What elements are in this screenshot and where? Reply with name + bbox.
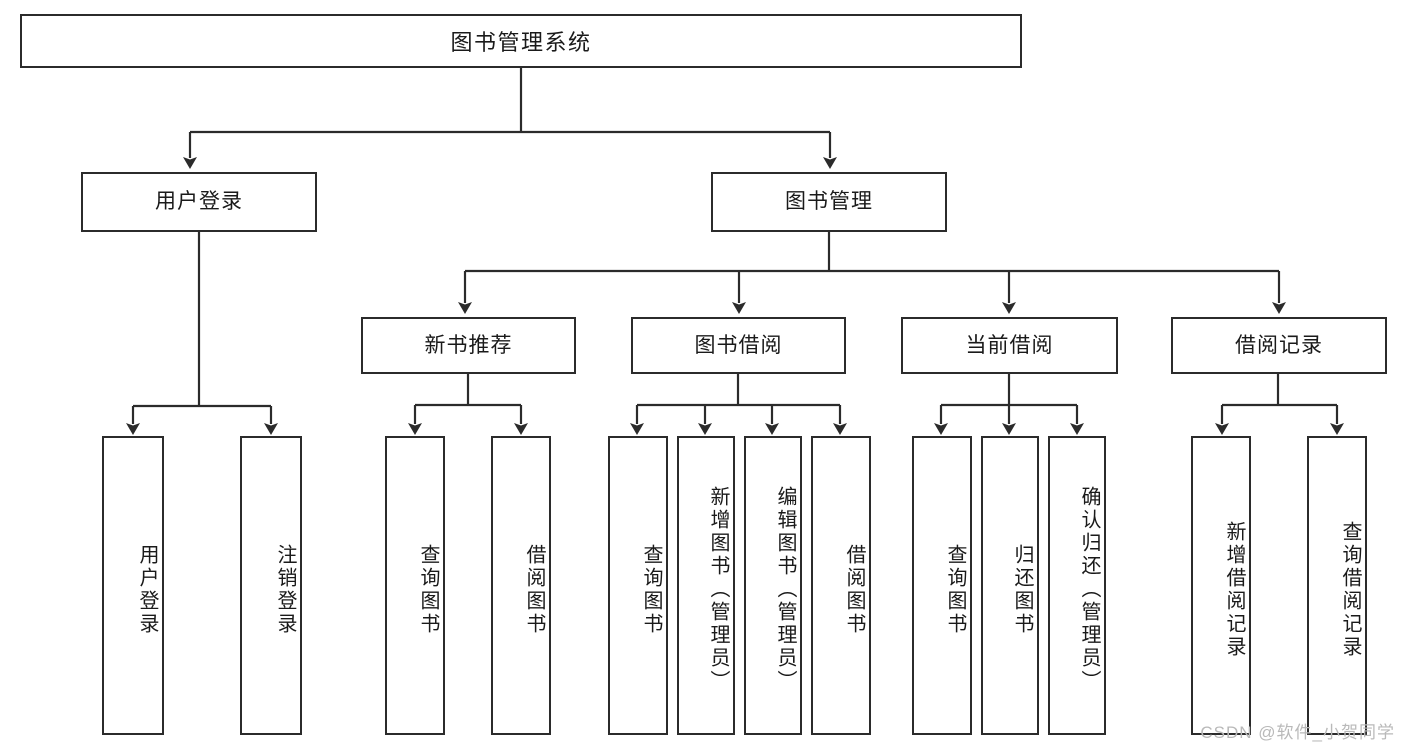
node-leaf-return-book[interactable]: 归还图书 [981,436,1039,735]
node-label: 图书管理 [785,190,873,214]
node-label: 借阅图书 [523,543,545,636]
node-leaf-add-borrow-record[interactable]: 新增借阅记录 [1191,436,1251,735]
node-label: 确认归还（管理员） [1078,486,1100,693]
node-book-borrow[interactable]: 图书借阅 [631,317,846,374]
node-label: 图书借阅 [694,333,783,357]
watermark: CSDN @软件_小贺同学 [1200,723,1395,742]
node-label: 用户登录 [136,543,158,636]
node-label: 编辑图书（管理员） [774,486,796,693]
node-root-system[interactable]: 图书管理系统 [20,14,1022,68]
node-label: 图书管理系统 [450,30,592,55]
node-label: 查询图书 [640,543,662,636]
node-leaf-logout[interactable]: 注销登录 [240,436,302,735]
node-label: 新书推荐 [424,333,513,357]
node-leaf-query-book-current[interactable]: 查询图书 [912,436,972,735]
node-label: 借阅记录 [1235,333,1323,357]
node-label: 借阅图书 [843,543,865,636]
node-label: 新增图书（管理员） [707,486,729,693]
node-leaf-borrow-book[interactable]: 借阅图书 [811,436,871,735]
node-label: 用户登录 [155,190,243,214]
node-leaf-query-book-recommend[interactable]: 查询图书 [385,436,445,735]
node-label: 归还图书 [1011,543,1033,636]
node-leaf-borrow-book-recommend[interactable]: 借阅图书 [491,436,551,735]
node-label: 查询图书 [944,543,966,636]
node-label: 查询图书 [417,543,439,636]
node-label: 当前借阅 [965,333,1054,357]
node-label: 新增借阅记录 [1223,520,1245,659]
node-label: 查询借阅记录 [1339,520,1361,659]
node-leaf-query-borrow-record[interactable]: 查询借阅记录 [1307,436,1367,735]
node-label: 注销登录 [274,543,296,636]
node-leaf-edit-book-admin[interactable]: 编辑图书（管理员） [744,436,802,735]
node-current-borrow[interactable]: 当前借阅 [901,317,1118,374]
node-book-management[interactable]: 图书管理 [711,172,947,232]
node-leaf-add-book-admin[interactable]: 新增图书（管理员） [677,436,735,735]
node-leaf-user-login[interactable]: 用户登录 [102,436,164,735]
node-leaf-query-book-borrow[interactable]: 查询图书 [608,436,668,735]
node-leaf-confirm-return-admin[interactable]: 确认归还（管理员） [1048,436,1106,735]
node-new-book-recommend[interactable]: 新书推荐 [361,317,576,374]
node-user-login[interactable]: 用户登录 [81,172,317,232]
node-borrow-records[interactable]: 借阅记录 [1171,317,1387,374]
